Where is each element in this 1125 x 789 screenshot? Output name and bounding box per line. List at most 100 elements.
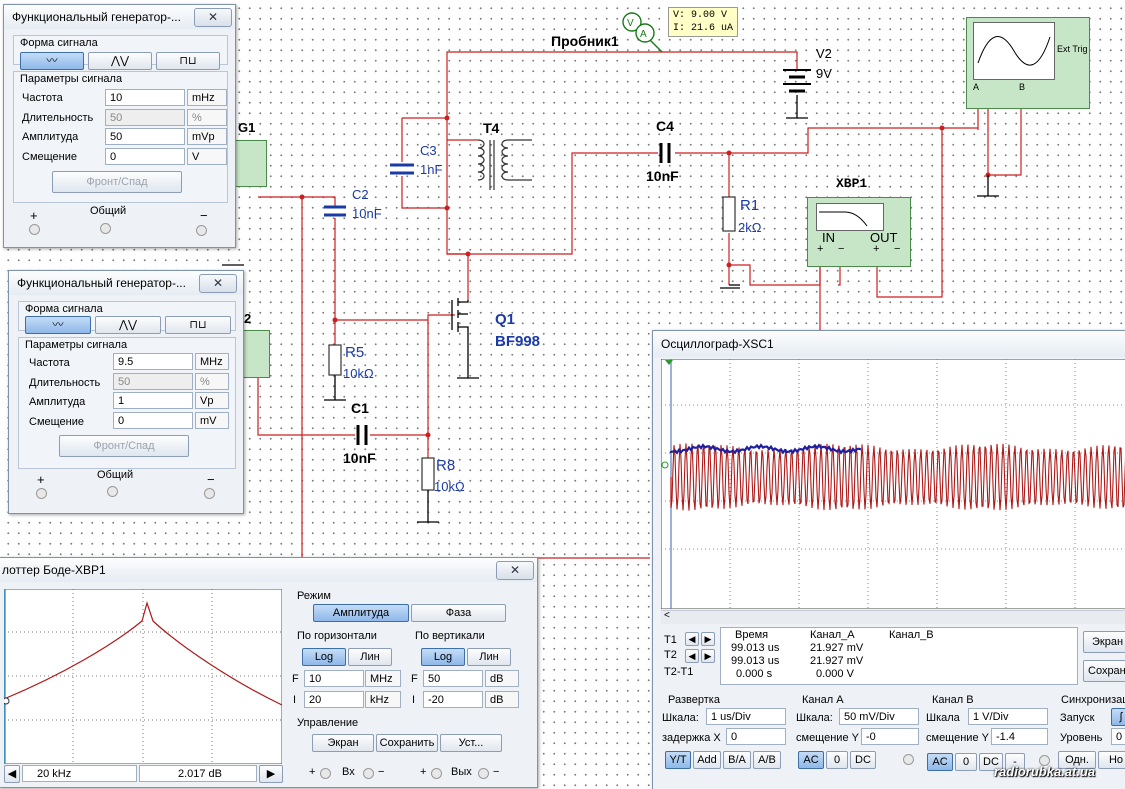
channel-a-ac-button[interactable]: AC <box>798 751 824 769</box>
frequency-input[interactable]: 10 <box>105 89 185 106</box>
frequency-unit[interactable]: mHz <box>187 89 227 106</box>
amplitude-input[interactable]: 50 <box>105 128 185 145</box>
amplitude-unit[interactable]: mVp <box>187 128 227 145</box>
cursor-frequency: 20 kHz <box>22 765 137 782</box>
edge-button[interactable]: Фронт/Спад <box>52 171 182 193</box>
timebase-scale-input[interactable]: 1 us/Div <box>706 708 786 725</box>
channel-b-ac-button[interactable]: AC <box>927 753 953 771</box>
yt-mode-button[interactable]: Y/T <box>665 751 691 769</box>
edge-button[interactable]: Фронт/Спад <box>59 435 189 457</box>
channel-a-title: Канал A <box>802 694 844 706</box>
frequency-input[interactable]: 9.5 <box>113 353 193 370</box>
t1-right-button[interactable]: ▶ <box>701 632 715 646</box>
close-icon[interactable]: ✕ <box>496 561 534 580</box>
square-wave-button[interactable]: ⊓⊔ <box>165 316 231 334</box>
vertical-log-button[interactable]: Log <box>421 648 465 666</box>
scope-screen-button[interactable]: Экран <box>1083 631 1125 653</box>
out-plus-terminal[interactable] <box>431 768 442 779</box>
channel-b-terminal[interactable] <box>1039 755 1050 766</box>
v-final-input[interactable]: 50 <box>423 670 483 687</box>
vertical-lin-button[interactable]: Лин <box>467 648 511 666</box>
scope-b-label: B <box>1019 82 1026 92</box>
c2-value: 10nF <box>352 206 382 221</box>
sine-wave-button[interactable]: 〰 <box>20 52 84 70</box>
common-terminal[interactable] <box>100 223 111 234</box>
plus-terminal[interactable] <box>29 224 40 235</box>
generator-g1-instrument[interactable] <box>234 140 267 187</box>
close-icon[interactable]: ✕ <box>194 8 232 27</box>
cursor-left-button[interactable]: ◀ <box>4 765 20 783</box>
amplitude-unit[interactable]: Vp <box>195 392 229 409</box>
h-final-unit[interactable]: MHz <box>365 670 401 687</box>
channel-b-zero-button[interactable]: 0 <box>955 753 977 771</box>
ab-mode-button[interactable]: A/B <box>753 751 781 769</box>
trigger-normal-button[interactable]: Но <box>1098 751 1125 769</box>
xbp1-in-label: IN <box>822 230 835 245</box>
in-minus-terminal[interactable] <box>363 768 374 779</box>
triangle-wave-button[interactable]: ⋀⋁ <box>95 316 161 334</box>
h-final-input[interactable]: 10 <box>304 670 364 687</box>
square-wave-button[interactable]: ⊓⊔ <box>156 52 220 70</box>
h-initial-unit[interactable]: kHz <box>365 691 401 708</box>
trigger-single-button[interactable]: Одн. <box>1058 751 1096 769</box>
triangle-wave-button[interactable]: ⋀⋁ <box>88 52 152 70</box>
trigger-level-input[interactable]: 0 <box>1111 728 1125 745</box>
v-final-unit[interactable]: dB <box>485 670 519 687</box>
channel-a-trace <box>670 443 1125 511</box>
scope-save-button[interactable]: Сохрани <box>1083 660 1125 682</box>
common-terminal[interactable] <box>107 486 118 497</box>
offset-unit[interactable]: V <box>187 148 227 165</box>
channel-b-offset-input[interactable]: -1.4 <box>991 728 1048 745</box>
save-button[interactable]: Сохранить <box>376 734 438 752</box>
ba-mode-button[interactable]: B/A <box>723 751 751 769</box>
scope-screen[interactable] <box>661 359 1125 609</box>
oscilloscope-instrument[interactable]: Ext Trig A B <box>966 17 1090 109</box>
bode-plotter-instrument[interactable]: IN OUT + − + − <box>807 197 911 267</box>
offset-input[interactable]: 0 <box>105 148 185 165</box>
horizontal-lin-button[interactable]: Лин <box>348 648 392 666</box>
probe-readout[interactable]: V: 9.00 V I: 21.6 uA <box>668 7 739 37</box>
channel-a-scale-input[interactable]: 50 mV/Div <box>839 708 919 725</box>
scope-scrollbar[interactable]: < <box>661 610 1125 624</box>
settings-button[interactable]: Уст... <box>440 734 502 752</box>
duty-input: 50 <box>113 373 193 390</box>
channel-b-dc-button[interactable]: DC <box>979 753 1003 771</box>
phase-button[interactable]: Фаза <box>411 604 506 622</box>
generator-g2-instrument[interactable] <box>240 330 270 378</box>
h-initial-input[interactable]: 20 <box>304 691 364 708</box>
sine-wave-button[interactable]: 〰 <box>25 316 91 334</box>
offset-unit[interactable]: mV <box>195 412 229 429</box>
offset-input[interactable]: 0 <box>113 412 193 429</box>
horizontal-log-button[interactable]: Log <box>302 648 346 666</box>
channel-a-dc-button[interactable]: DC <box>850 751 876 769</box>
screen-button[interactable]: Экран <box>312 734 374 752</box>
bode-graph[interactable] <box>4 589 282 764</box>
t2-left-button[interactable]: ◀ <box>685 649 699 663</box>
amplitude-button[interactable]: Амплитуда <box>313 604 409 622</box>
params-group-label: Параметры сигнала <box>25 339 128 351</box>
x-delay-input[interactable]: 0 <box>726 728 786 745</box>
minus-terminal[interactable] <box>204 488 215 499</box>
add-mode-button[interactable]: Add <box>693 751 721 769</box>
plus-terminal-label: + <box>30 208 38 223</box>
table-cell: 0.000 s <box>736 668 773 680</box>
frequency-unit[interactable]: MHz <box>195 353 229 370</box>
minus-terminal[interactable] <box>196 225 207 236</box>
cursor-right-button[interactable]: ▶ <box>259 765 283 783</box>
t1-left-button[interactable]: ◀ <box>685 632 699 646</box>
trigger-edge-button[interactable]: ∫ <box>1111 708 1125 726</box>
channel-a-zero-button[interactable]: 0 <box>826 751 848 769</box>
in-plus-terminal[interactable] <box>320 768 331 779</box>
amplitude-input[interactable]: 1 <box>113 392 193 409</box>
plus-terminal[interactable] <box>36 488 47 499</box>
v-initial-unit[interactable]: dB <box>485 691 519 708</box>
channel-a-offset-input[interactable]: -0 <box>861 728 919 745</box>
param-label: Смещение <box>29 416 85 428</box>
v-initial-input[interactable]: -20 <box>423 691 483 708</box>
channel-a-terminal[interactable] <box>903 754 914 765</box>
channel-b-minus-button[interactable]: - <box>1005 753 1025 771</box>
t2-right-button[interactable]: ▶ <box>701 649 715 663</box>
close-icon[interactable]: ✕ <box>199 274 237 293</box>
out-minus-terminal[interactable] <box>478 768 489 779</box>
channel-b-scale-input[interactable]: 1 V/Div <box>968 708 1048 725</box>
